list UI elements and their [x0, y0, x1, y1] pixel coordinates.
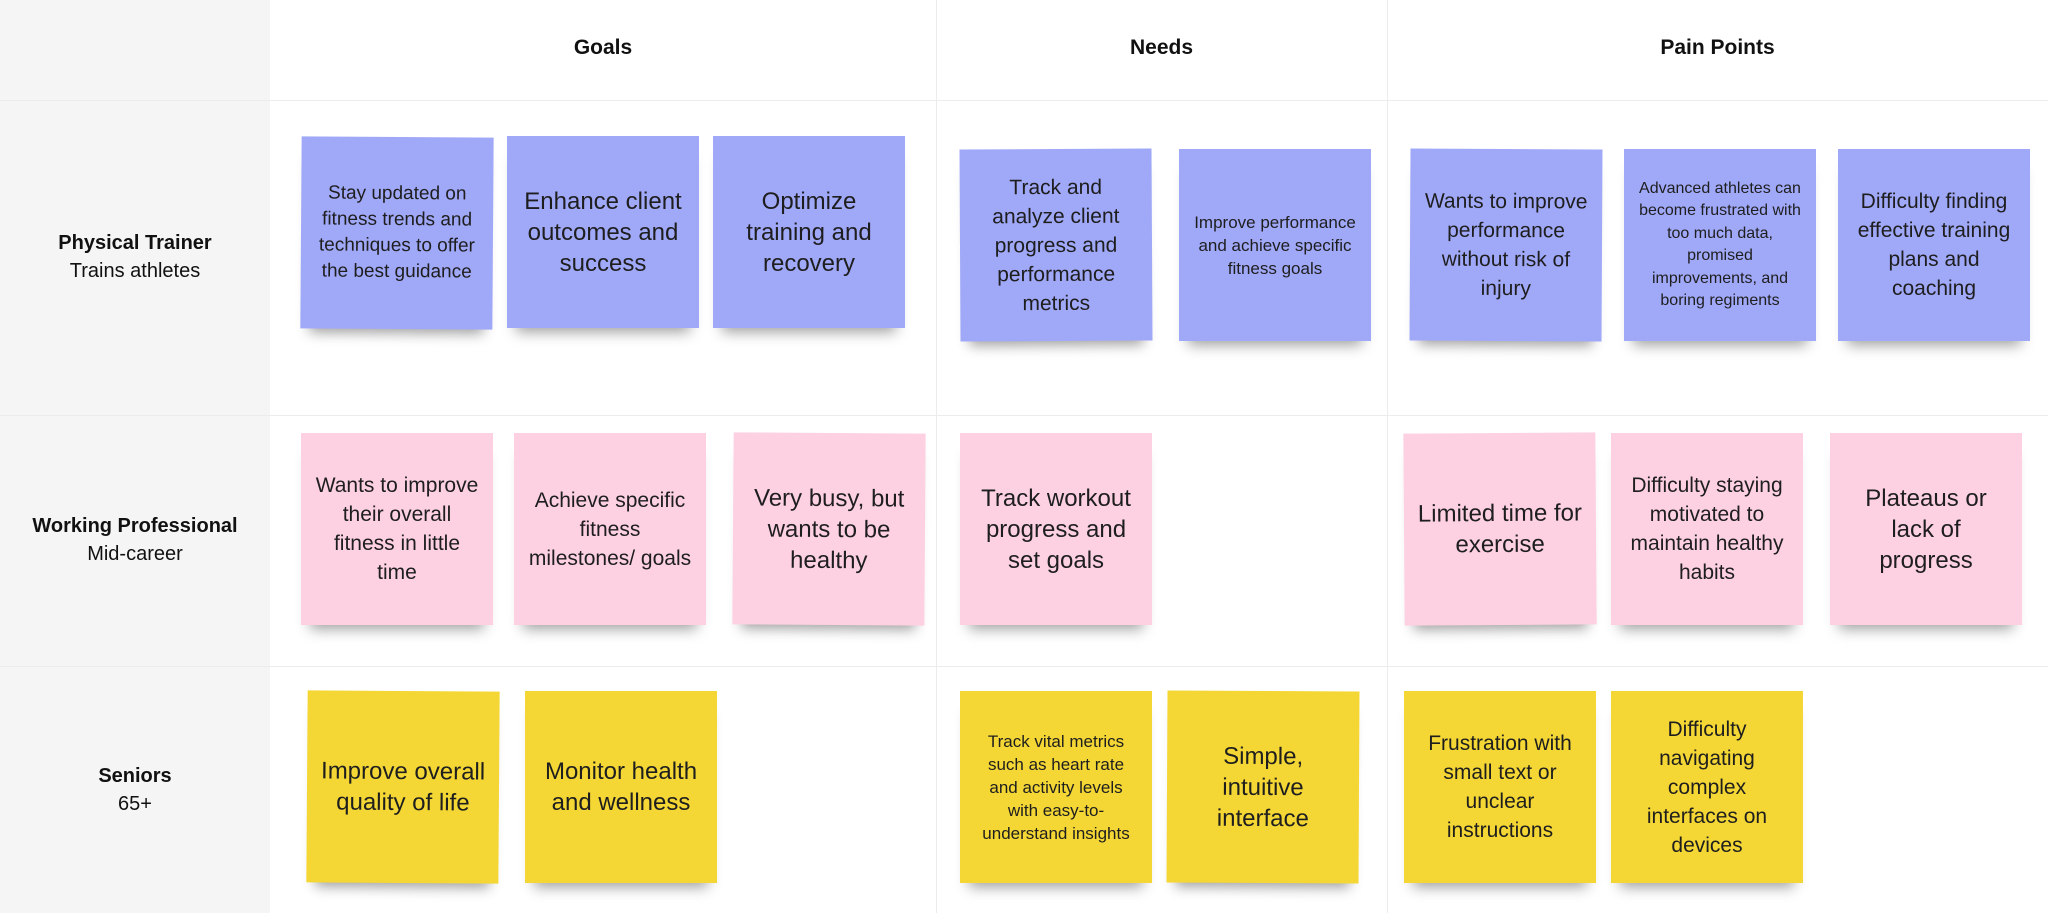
header-divider [0, 100, 2048, 101]
sticky-note[interactable]: Wants to improve performance without ris… [1409, 148, 1603, 342]
sticky-note[interactable]: Frustration with small text or unclear i… [1404, 691, 1596, 883]
sticky-note[interactable]: Enhance client outcomes and success [507, 136, 699, 328]
sticky-note[interactable]: Track workout progress and set goals [960, 433, 1152, 625]
sticky-note[interactable]: Track and analyze client progress and pe… [959, 148, 1153, 342]
row-subtitle: Mid-career [87, 543, 183, 565]
row-label-seniors: Seniors 65+ [0, 762, 270, 818]
sticky-note[interactable]: Achieve specific fitness milestones/ goa… [514, 433, 706, 625]
column-divider [936, 0, 937, 913]
sticky-note[interactable]: Very busy, but wants to be healthy [732, 432, 926, 626]
row-label-physical-trainer: Physical Trainer Trains athletes [0, 229, 270, 285]
sticky-note[interactable]: Difficulty navigating complex interfaces… [1611, 691, 1803, 883]
sticky-note[interactable]: Plateaus or lack of progress [1830, 433, 2022, 625]
sticky-note[interactable]: Stay updated on fitness trends and techn… [300, 136, 494, 330]
sticky-note[interactable]: Improve performance and achieve specific… [1179, 149, 1371, 341]
sticky-note[interactable]: Limited time for exercise [1403, 432, 1597, 626]
sticky-note[interactable]: Wants to improve their overall fitness i… [301, 433, 493, 625]
sticky-note[interactable]: Difficulty staying motivated to maintain… [1611, 433, 1803, 625]
row-subtitle: 65+ [118, 793, 152, 815]
sticky-note[interactable]: Simple, intuitive interface [1166, 690, 1360, 884]
row-title: Seniors [98, 765, 172, 787]
row-divider [0, 666, 2048, 667]
row-title: Working Professional [32, 515, 238, 537]
row-label-working-professional: Working Professional Mid-career [0, 512, 270, 568]
column-header-goals: Goals [573, 36, 633, 59]
sticky-note[interactable]: Monitor health and wellness [525, 691, 717, 883]
column-divider [1387, 0, 1388, 913]
row-title: Physical Trainer [58, 232, 212, 254]
row-subtitle: Trains athletes [69, 260, 201, 282]
column-header-pain-points: Pain Points [1660, 36, 1775, 59]
sticky-note[interactable]: Difficulty finding effective training pl… [1838, 149, 2030, 341]
sticky-note[interactable]: Track vital metrics such as heart rate a… [960, 691, 1152, 883]
sticky-note[interactable]: Optimize training and recovery [713, 136, 905, 328]
sticky-note[interactable]: Improve overall quality of life [306, 690, 500, 884]
sticky-note[interactable]: Advanced athletes can become frustrated … [1624, 149, 1816, 341]
row-label-column [0, 0, 270, 913]
row-divider [0, 415, 2048, 416]
column-header-needs: Needs [1129, 36, 1194, 59]
